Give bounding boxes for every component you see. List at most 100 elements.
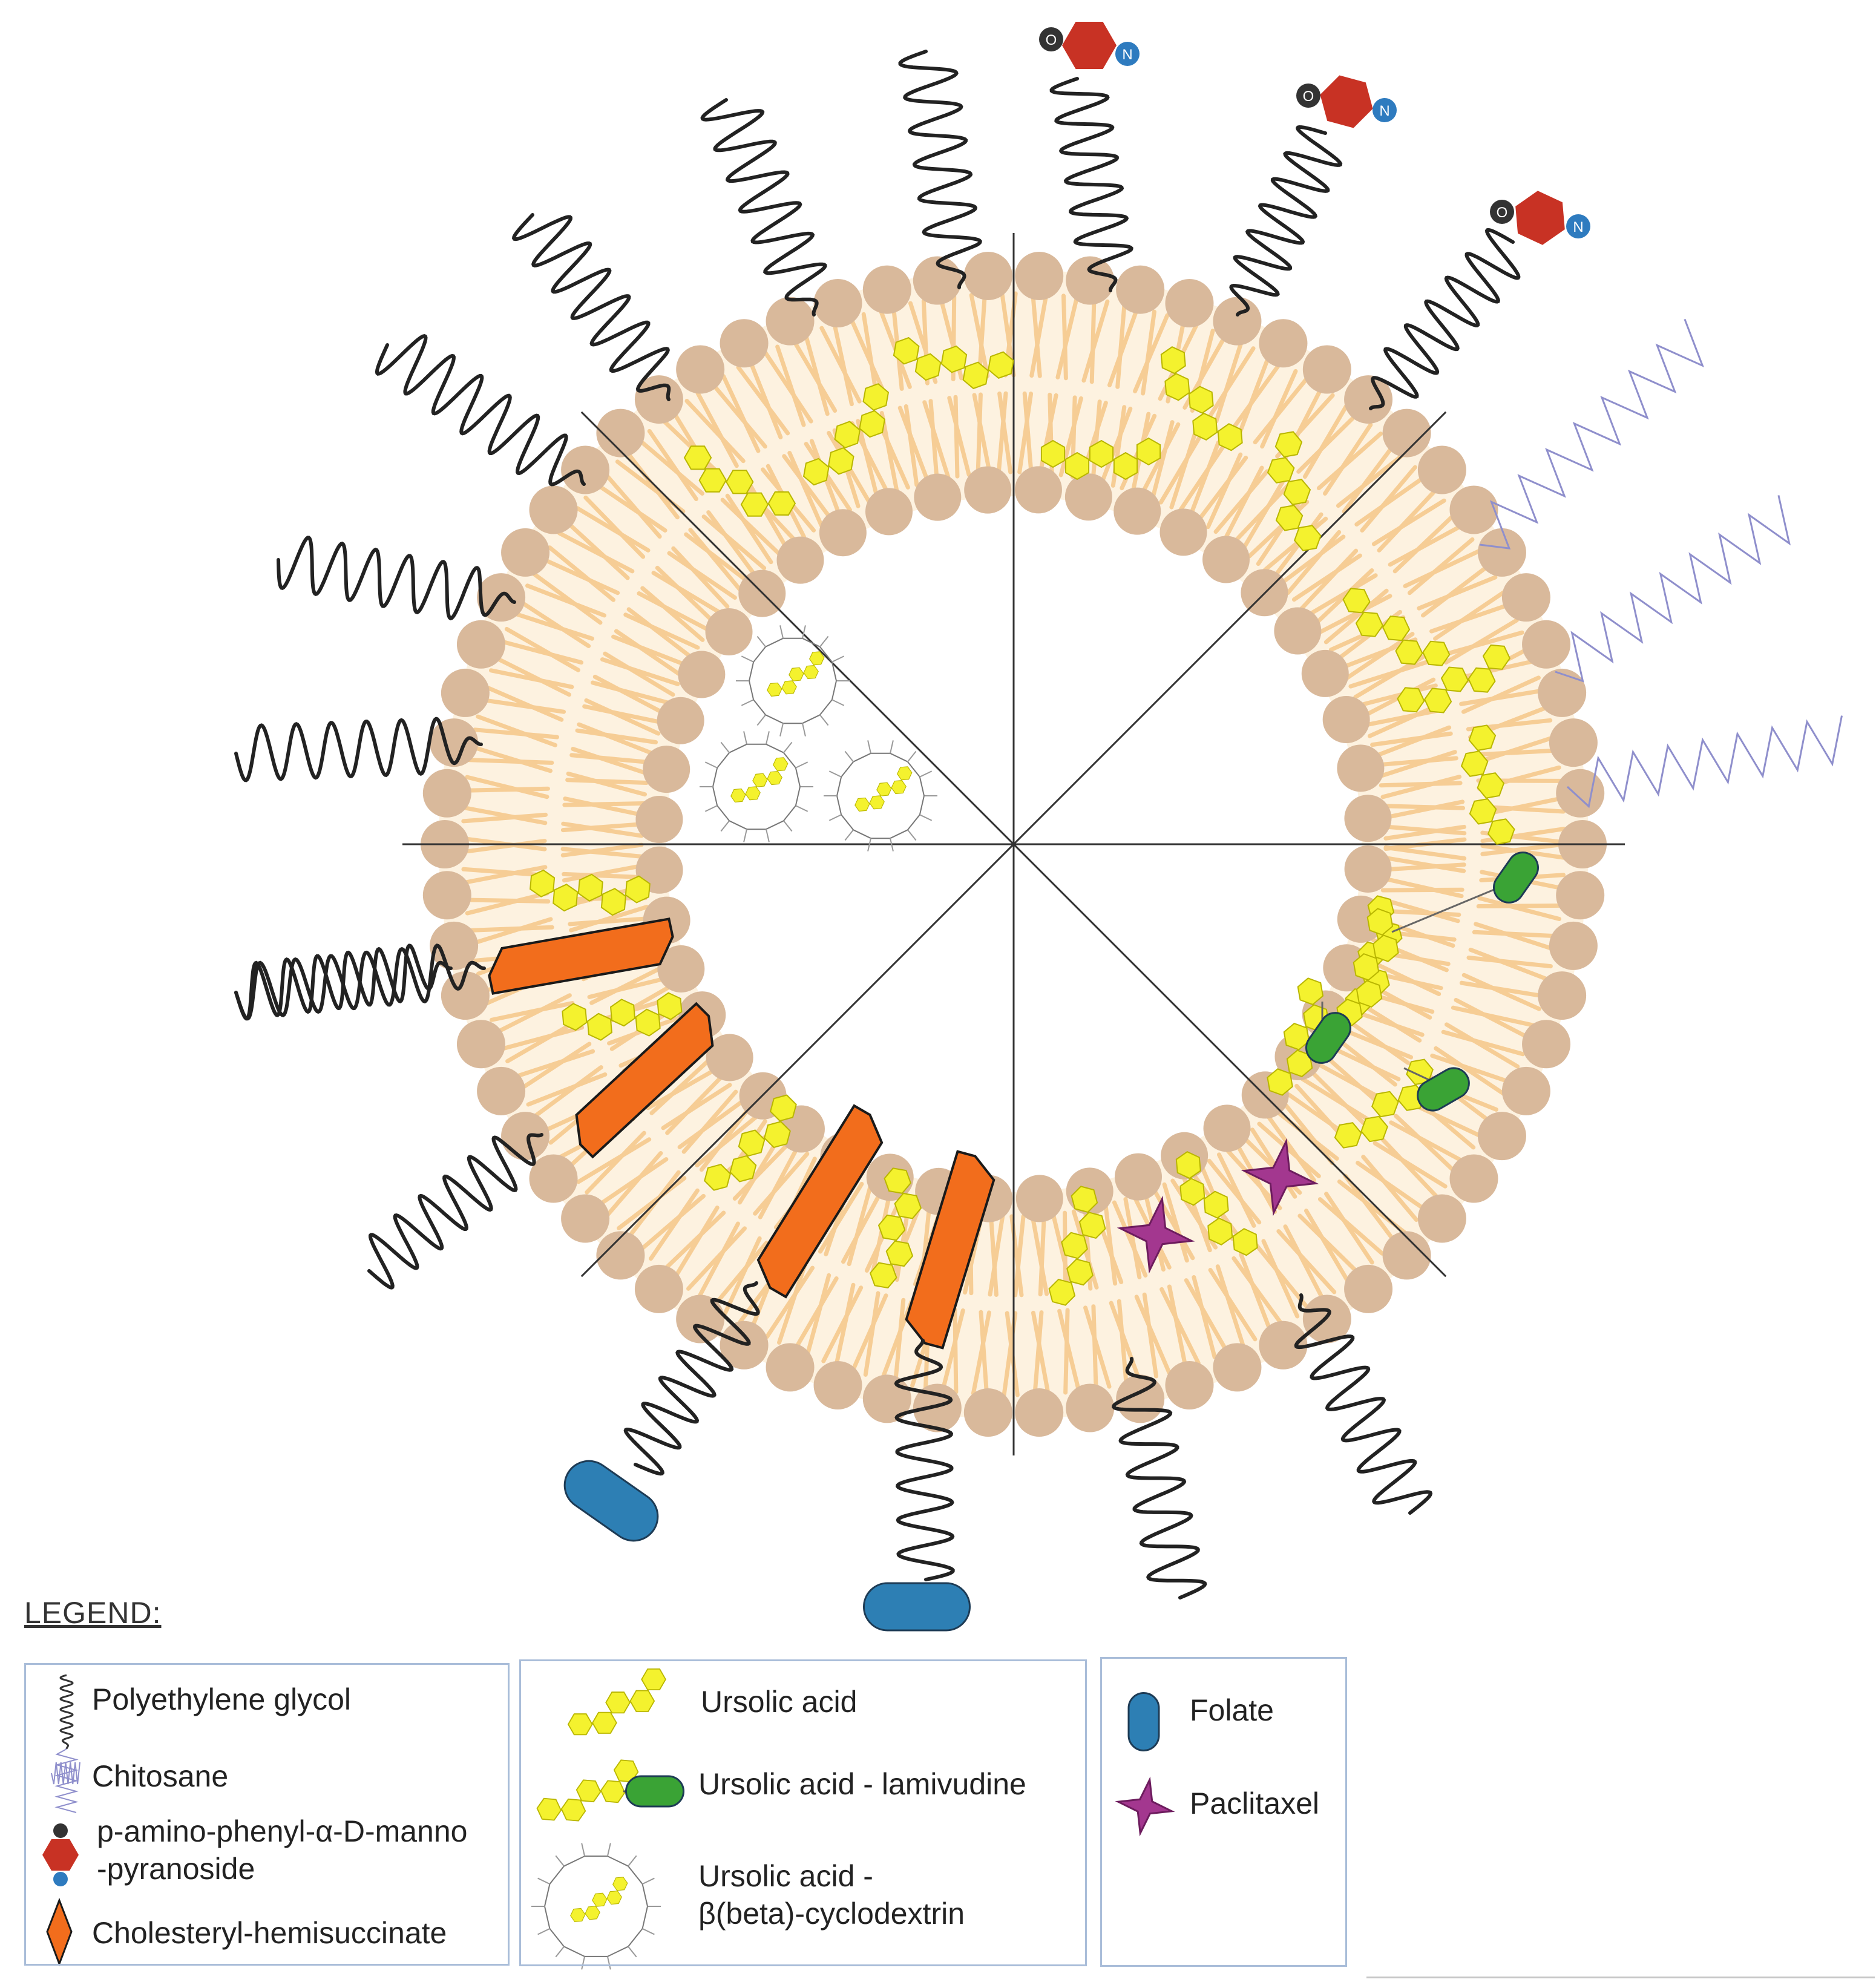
- cage-bond: [537, 1928, 550, 1935]
- ursolic-ring: [1136, 437, 1161, 466]
- legend-peg-chain-icon: [59, 1674, 74, 1750]
- paclitaxel-star-icon: [1117, 1195, 1195, 1274]
- outer-lipid-head: [634, 1264, 683, 1313]
- outer-lipid-head: [1449, 485, 1498, 534]
- cage-bond: [819, 714, 829, 726]
- cage-bond: [544, 1883, 551, 1907]
- ursolic-ring: [704, 1163, 731, 1191]
- lipid-tail: [1058, 396, 1083, 477]
- lipid-tail: [469, 744, 553, 773]
- cage-bond: [720, 820, 730, 832]
- lipid-tail: [1480, 842, 1567, 856]
- lipid-tail: [614, 629, 684, 678]
- outer-lipid-head: [1015, 251, 1064, 300]
- ursolic-ring: [1267, 1068, 1293, 1096]
- lipid-tail: [1417, 575, 1498, 611]
- lipid-tail: [1356, 1161, 1428, 1212]
- outer-lipid-head: [1066, 256, 1115, 305]
- legend-mannose-hexagon-icon: [42, 1823, 79, 1886]
- nitrogen-atom-icon: [1566, 214, 1590, 238]
- lipid-tail: [1081, 299, 1110, 383]
- cage-bond: [555, 1946, 565, 1958]
- lipid-tail: [1297, 1213, 1361, 1276]
- lipid-tail: [1134, 1294, 1172, 1375]
- folate-capsule-icon: [563, 1460, 659, 1542]
- ursolic-acid-icon: [1342, 588, 1451, 666]
- lipid-tail: [1031, 1310, 1051, 1396]
- lipid-tail: [1142, 1292, 1159, 1379]
- lipid-tail: [723, 1236, 762, 1316]
- lipid-tail: [1167, 1284, 1188, 1370]
- lipid-tail: [525, 583, 606, 618]
- outer-lipid-head: [1477, 528, 1526, 577]
- lipid-tail: [667, 551, 737, 600]
- outer-lipid-head: [766, 1343, 815, 1392]
- lipid-tail: [1188, 440, 1221, 519]
- inner-lipid-head: [657, 697, 704, 744]
- ursolic-ring: [629, 1690, 655, 1712]
- legend-box-ursolic: [519, 1659, 1087, 1966]
- lipid-tail: [587, 976, 669, 999]
- lipid-tail: [649, 1188, 700, 1261]
- oxygen-atom-icon: [1039, 27, 1063, 51]
- lipid-tail: [1389, 1120, 1466, 1164]
- lipid-tail: [1383, 824, 1466, 841]
- outer-lipid-head: [1556, 769, 1605, 818]
- peg-chain-icon: [1294, 1293, 1433, 1515]
- lipid-tail: [1382, 804, 1466, 810]
- lipid-tail: [562, 863, 644, 883]
- lipid-tail: [562, 871, 645, 880]
- ursolic-ring: [1371, 1091, 1399, 1118]
- ursolic-ring: [1113, 451, 1138, 481]
- cage-bond: [756, 714, 766, 726]
- lipid-tail: [1382, 876, 1464, 899]
- ursolic-ring: [940, 345, 968, 373]
- lipid-tail: [623, 612, 700, 650]
- lipid-tail: [1325, 1043, 1401, 1081]
- lipid-tail: [480, 697, 566, 714]
- lipid-tail: [1112, 1200, 1148, 1278]
- lipid-tail: [1005, 1311, 1020, 1397]
- mannose-hexagon-icon: [1296, 75, 1397, 128]
- lipid-tail: [1151, 1187, 1195, 1261]
- lipid-tail: [1441, 1029, 1525, 1057]
- lipid-tail: [928, 399, 939, 482]
- ursolic-ring: [1078, 1212, 1106, 1239]
- inner-lipid-head: [678, 651, 726, 698]
- cage-bond: [766, 731, 770, 745]
- lipid-tail: [489, 668, 574, 689]
- cage-bond: [641, 1906, 648, 1929]
- legend-mannopyranoside-label-2: -pyranoside: [97, 1852, 255, 1886]
- ursolic-ring: [553, 884, 579, 912]
- chitosane-zigzag-icon: [1566, 715, 1843, 809]
- lipid-tail: [1214, 340, 1244, 424]
- surface-ligands: [234, 22, 1843, 1632]
- lamivudine-capsule-icon: [1493, 851, 1539, 904]
- legend-chitosane-zigzag-icon: [54, 1748, 79, 1813]
- peg-chain-icon: [375, 333, 586, 487]
- ursolic-ring: [1274, 431, 1303, 458]
- legend-chitosane-label: Chitosane: [92, 1759, 229, 1793]
- inner-lipid-head: [635, 796, 683, 844]
- outer-lipid-head: [422, 871, 471, 920]
- lipid-tail: [1038, 1213, 1046, 1297]
- lipid-tail: [710, 381, 767, 449]
- inner-lipid-head: [1274, 607, 1322, 655]
- lipid-tail: [1272, 1107, 1339, 1161]
- lipid-tail: [494, 993, 572, 1035]
- ursolic-ring: [893, 336, 920, 365]
- lipid-tail: [1103, 1202, 1118, 1286]
- cage-bond: [765, 714, 784, 724]
- peg-chain-icon: [1369, 228, 1521, 410]
- cage-bond: [844, 750, 854, 763]
- lipid-tail: [584, 698, 661, 736]
- legend-box-surface: [24, 1663, 510, 1966]
- lipid-tail: [745, 478, 790, 551]
- lipid-tail: [1343, 1173, 1397, 1244]
- lipid-tail: [1261, 1239, 1300, 1319]
- legend-paclitaxel-star-icon: [1115, 1776, 1175, 1837]
- outer-lipid-head: [862, 265, 911, 314]
- sector-dividers: [402, 233, 1625, 1455]
- ursolic-ring: [773, 757, 789, 772]
- lipid-tail: [566, 771, 648, 797]
